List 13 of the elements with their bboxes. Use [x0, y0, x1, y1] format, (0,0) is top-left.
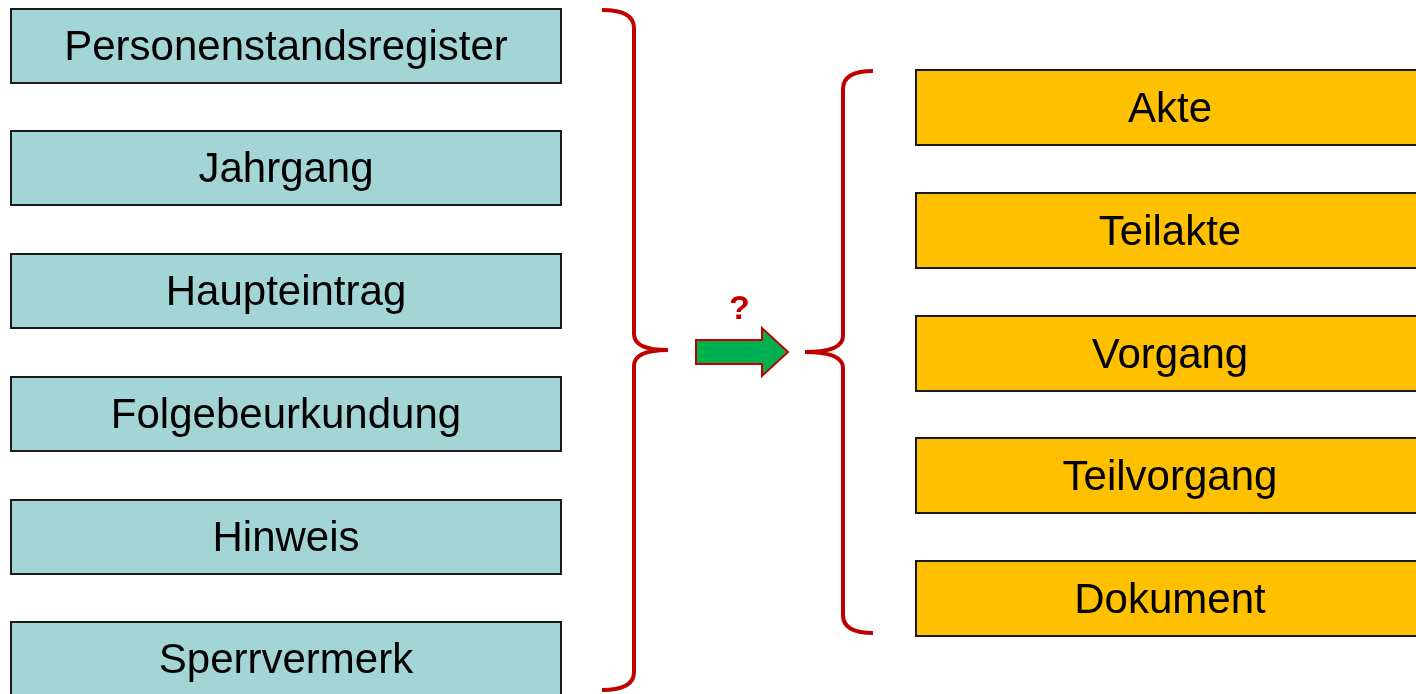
label-box: Folgebeurkundung — [10, 376, 562, 452]
label-box: Akte — [915, 69, 1416, 146]
block-arrow — [695, 325, 790, 379]
label-box: Teilakte — [915, 192, 1416, 269]
label-box: Sperrvermerk — [10, 621, 562, 694]
label-box: Hinweis — [10, 499, 562, 575]
label-box: Haupteintrag — [10, 253, 562, 329]
label-box: Vorgang — [915, 315, 1416, 392]
label-box: Jahrgang — [10, 130, 562, 206]
label-box: Personenstandsregister — [10, 8, 562, 84]
label-box: Teilvorgang — [915, 437, 1416, 514]
label-box: Dokument — [915, 560, 1416, 637]
edge-label: ? — [729, 290, 750, 324]
